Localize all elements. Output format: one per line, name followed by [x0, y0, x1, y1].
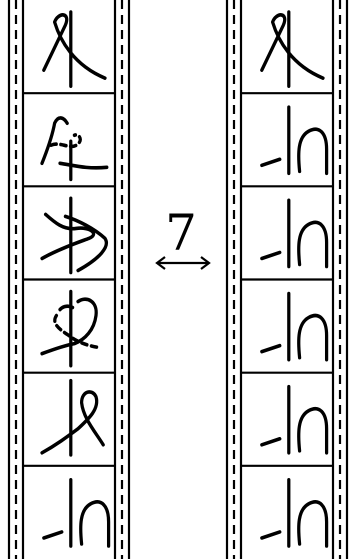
center-equivalence: 7 — [157, 204, 209, 269]
film-strip-rails — [9, 0, 129, 559]
left-film-strip — [9, 0, 129, 559]
frame-dashed-loop — [42, 292, 100, 366]
frame-single-crossing — [42, 381, 103, 455]
frame-cap-and-bar — [262, 480, 327, 546]
frame-cap-and-bar — [44, 480, 109, 546]
frame-crossing-loop — [44, 12, 105, 86]
frame-cap-and-bar — [262, 294, 327, 360]
frame-cap-and-bar — [262, 107, 327, 173]
film-strip-rails — [227, 0, 347, 559]
right-film-strip — [227, 0, 347, 559]
center-label: 7 — [165, 204, 197, 262]
frame-cap-and-bar — [262, 200, 327, 266]
frame-cap-and-bar — [262, 387, 327, 453]
frame-double-crossing — [42, 198, 106, 272]
frame-crossing-loop — [262, 12, 323, 86]
frame-dashed-crossing — [42, 118, 107, 179]
